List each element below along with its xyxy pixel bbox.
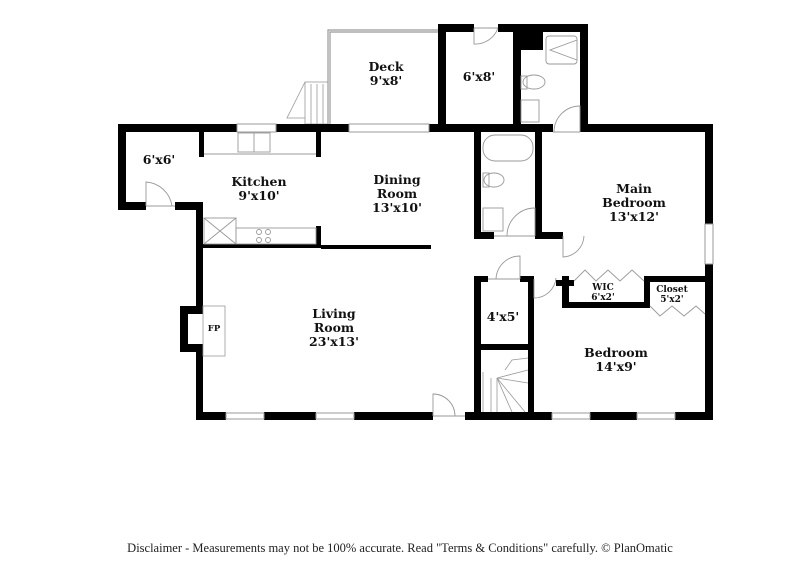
room-label-living: Living Room 23'x13'	[309, 306, 359, 349]
disclaimer-text: Disclaimer - Measurements may not be 100…	[127, 541, 673, 555]
room-label-main-bedroom: Main Bedroom 13'x12'	[602, 181, 666, 224]
room-label-dining: Dining Room 13'x10'	[372, 172, 422, 215]
room-label-mudroom: 6'x6'	[142, 152, 176, 167]
windows	[225, 123, 714, 420]
fireplace-icon	[202, 305, 226, 357]
kitchen-fixtures	[203, 132, 317, 245]
room-label-storage: 6'x8'	[462, 69, 496, 84]
room-label-wic: WIC 6'x2'	[591, 283, 615, 304]
interior-stairs-icon	[482, 357, 529, 413]
walls	[118, 24, 713, 420]
room-label-closet: Closet 5'x2'	[656, 285, 688, 306]
room-label-kitchen: Kitchen 9'x10'	[231, 174, 287, 203]
bath-fixtures	[482, 35, 578, 232]
room-label-bedroom: Bedroom 14'x9'	[584, 345, 648, 374]
fireplace-label: FP	[207, 324, 221, 334]
room-label-deck: Deck 9'x8'	[368, 59, 404, 88]
doors	[145, 27, 706, 417]
deck-stairs-icon	[286, 81, 329, 125]
room-label-closet-4x5: 4'x5'	[486, 309, 520, 324]
